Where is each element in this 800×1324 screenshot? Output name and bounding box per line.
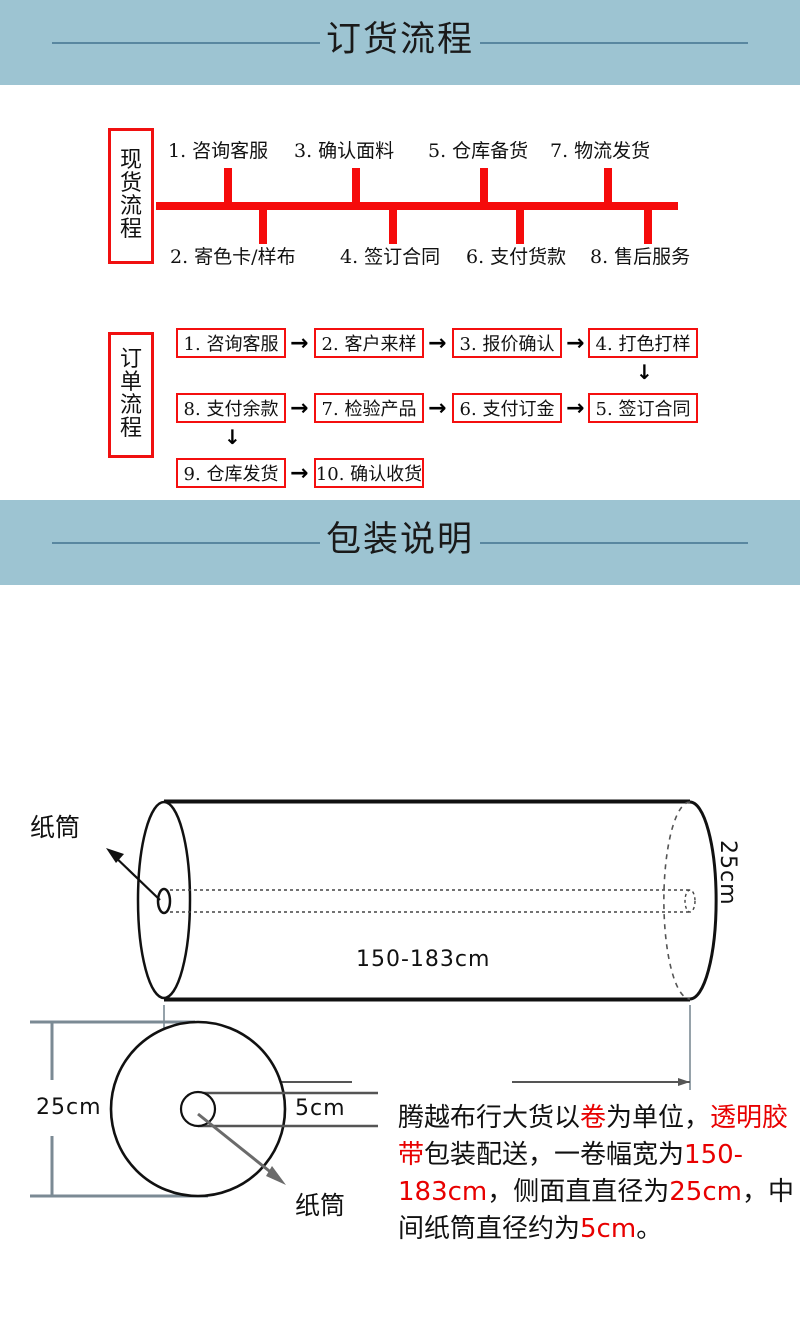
spot-step-8: 8. 售后服务 [590, 246, 691, 268]
order-step-9[interactable]: 9. 仓库发货 [176, 458, 286, 488]
arrow-right-icon-7: → [290, 461, 309, 486]
spot-step-4: 4. 签订合同 [340, 246, 441, 268]
arrow-right-icon-1: → [290, 331, 309, 356]
roll-cross-section-illustration: 25cm 5cm 纸筒 [0, 1000, 400, 1250]
fishbone-tick-up-3 [480, 168, 488, 202]
spot-flow-label-char-3: 流 [119, 194, 142, 219]
roll-length-dimension: 150-183cm [356, 947, 491, 972]
fishbone-tick-down-4 [644, 210, 652, 244]
page-title-order-process: 订货流程 [325, 20, 474, 60]
spot-flow-label-char-2: 货 [119, 171, 142, 197]
order-step-4[interactable]: 4. 打色打样 [588, 328, 698, 358]
fabric-roll-illustration: 纸筒 150-183cm 25cm [0, 760, 800, 1090]
order-step-3[interactable]: 3. 报价确认 [452, 328, 562, 358]
header-rule-right [480, 41, 748, 44]
order-step-1[interactable]: 1. 咨询客服 [176, 328, 286, 358]
arrow-right-icon-2: → [428, 331, 447, 356]
order-step-2[interactable]: 2. 客户来样 [314, 328, 424, 358]
roll-tube-label: 纸筒 [30, 813, 81, 842]
desc-highlight-unit: 卷 [580, 1103, 607, 1133]
order-flow-label-char-3: 流 [119, 393, 142, 418]
cross-section-svg [30, 1020, 378, 1198]
spot-goods-flow-diagram: 现 货 流 程 1. 咨询客服 3. 确认面料 5. 仓库备货 7. 物流发货 … [0, 120, 800, 280]
page-title-packaging: 包装说明 [325, 520, 474, 560]
spot-step-5: 5. 仓库备货 [428, 140, 529, 162]
spot-step-7: 7. 物流发货 [550, 140, 651, 162]
header-rule-left-2 [51, 541, 320, 544]
roll-diameter-dimension: 25cm [715, 840, 740, 906]
fishbone-tick-up-2 [352, 168, 360, 202]
cross-section-inner-dimension: 5cm [295, 1096, 346, 1121]
roll-svg [106, 799, 718, 1090]
order-step-7[interactable]: 7. 检验产品 [314, 393, 424, 423]
desc-part-6: 。 [636, 1213, 663, 1244]
order-flow-label-char-2: 单 [119, 370, 142, 396]
fishbone-tick-down-2 [389, 210, 397, 244]
cross-section-outer-dimension: 25cm [36, 1095, 102, 1120]
order-step-6[interactable]: 6. 支付订金 [452, 393, 562, 423]
fishbone-tick-up-4 [604, 168, 612, 202]
spot-step-2: 2. 寄色卡/样布 [170, 246, 296, 268]
spot-flow-label-box: 现 货 流 程 [108, 128, 154, 264]
order-flow-label-box: 订 单 流 程 [108, 332, 154, 458]
desc-highlight-diameter: 25cm [669, 1176, 742, 1207]
fishbone-spine [156, 202, 678, 210]
packaging-description: 腾越布行大货以卷为单位，透明胶带包装配送，一卷幅宽为150-183cm，侧面直直… [398, 1100, 796, 1248]
desc-part-1: 腾越布行大货以 [398, 1103, 581, 1133]
arrow-right-icon-4: → [290, 396, 309, 421]
order-step-5[interactable]: 5. 签订合同 [588, 393, 698, 423]
fishbone-tick-down-1 [259, 210, 267, 244]
spot-step-6: 6. 支付货款 [466, 246, 567, 268]
fishbone-tick-up-1 [224, 168, 232, 202]
cross-section-tube-label: 纸筒 [295, 1191, 346, 1220]
desc-highlight-tube-diameter: 5cm [580, 1213, 637, 1244]
section-header-order-process: 订货流程 [0, 0, 800, 85]
order-flow-label-char-1: 订 [119, 347, 142, 373]
section-header-packaging: 包装说明 [0, 500, 800, 585]
header-rule-right-2 [480, 541, 748, 544]
spot-flow-label-char-4: 程 [119, 216, 142, 242]
desc-part-3: 包装配送，一卷幅宽为 [424, 1139, 685, 1170]
order-flow-diagram: 订 单 流 程 1. 咨询客服 → 2. 客户来样 → 3. 报价确认 → 4.… [0, 320, 800, 490]
arrow-right-icon-6: → [566, 396, 585, 421]
desc-highlight-tape: 透明胶带 [398, 1103, 789, 1170]
arrow-down-icon-1: ↓ [636, 360, 653, 384]
fishbone-tick-down-3 [516, 210, 524, 244]
arrow-right-icon-3: → [566, 331, 585, 356]
spot-flow-label-char-1: 现 [119, 148, 142, 174]
header-rule-left [51, 41, 320, 44]
arrow-down-icon-2: ↓ [224, 425, 241, 449]
desc-part-2: 为单位， [606, 1103, 711, 1133]
spot-step-3: 3. 确认面料 [294, 140, 395, 162]
desc-part-4: ，侧面直直径为 [487, 1176, 670, 1207]
order-flow-label-char-4: 程 [119, 415, 142, 441]
order-step-10[interactable]: 10. 确认收货 [314, 458, 424, 488]
desc-part-5: ，中间纸筒直径约为 [398, 1176, 794, 1244]
arrow-right-icon-5: → [428, 396, 447, 421]
desc-highlight-width: 150-183cm [398, 1139, 744, 1207]
spot-step-1: 1. 咨询客服 [168, 140, 269, 162]
order-step-8[interactable]: 8. 支付余款 [176, 393, 286, 423]
